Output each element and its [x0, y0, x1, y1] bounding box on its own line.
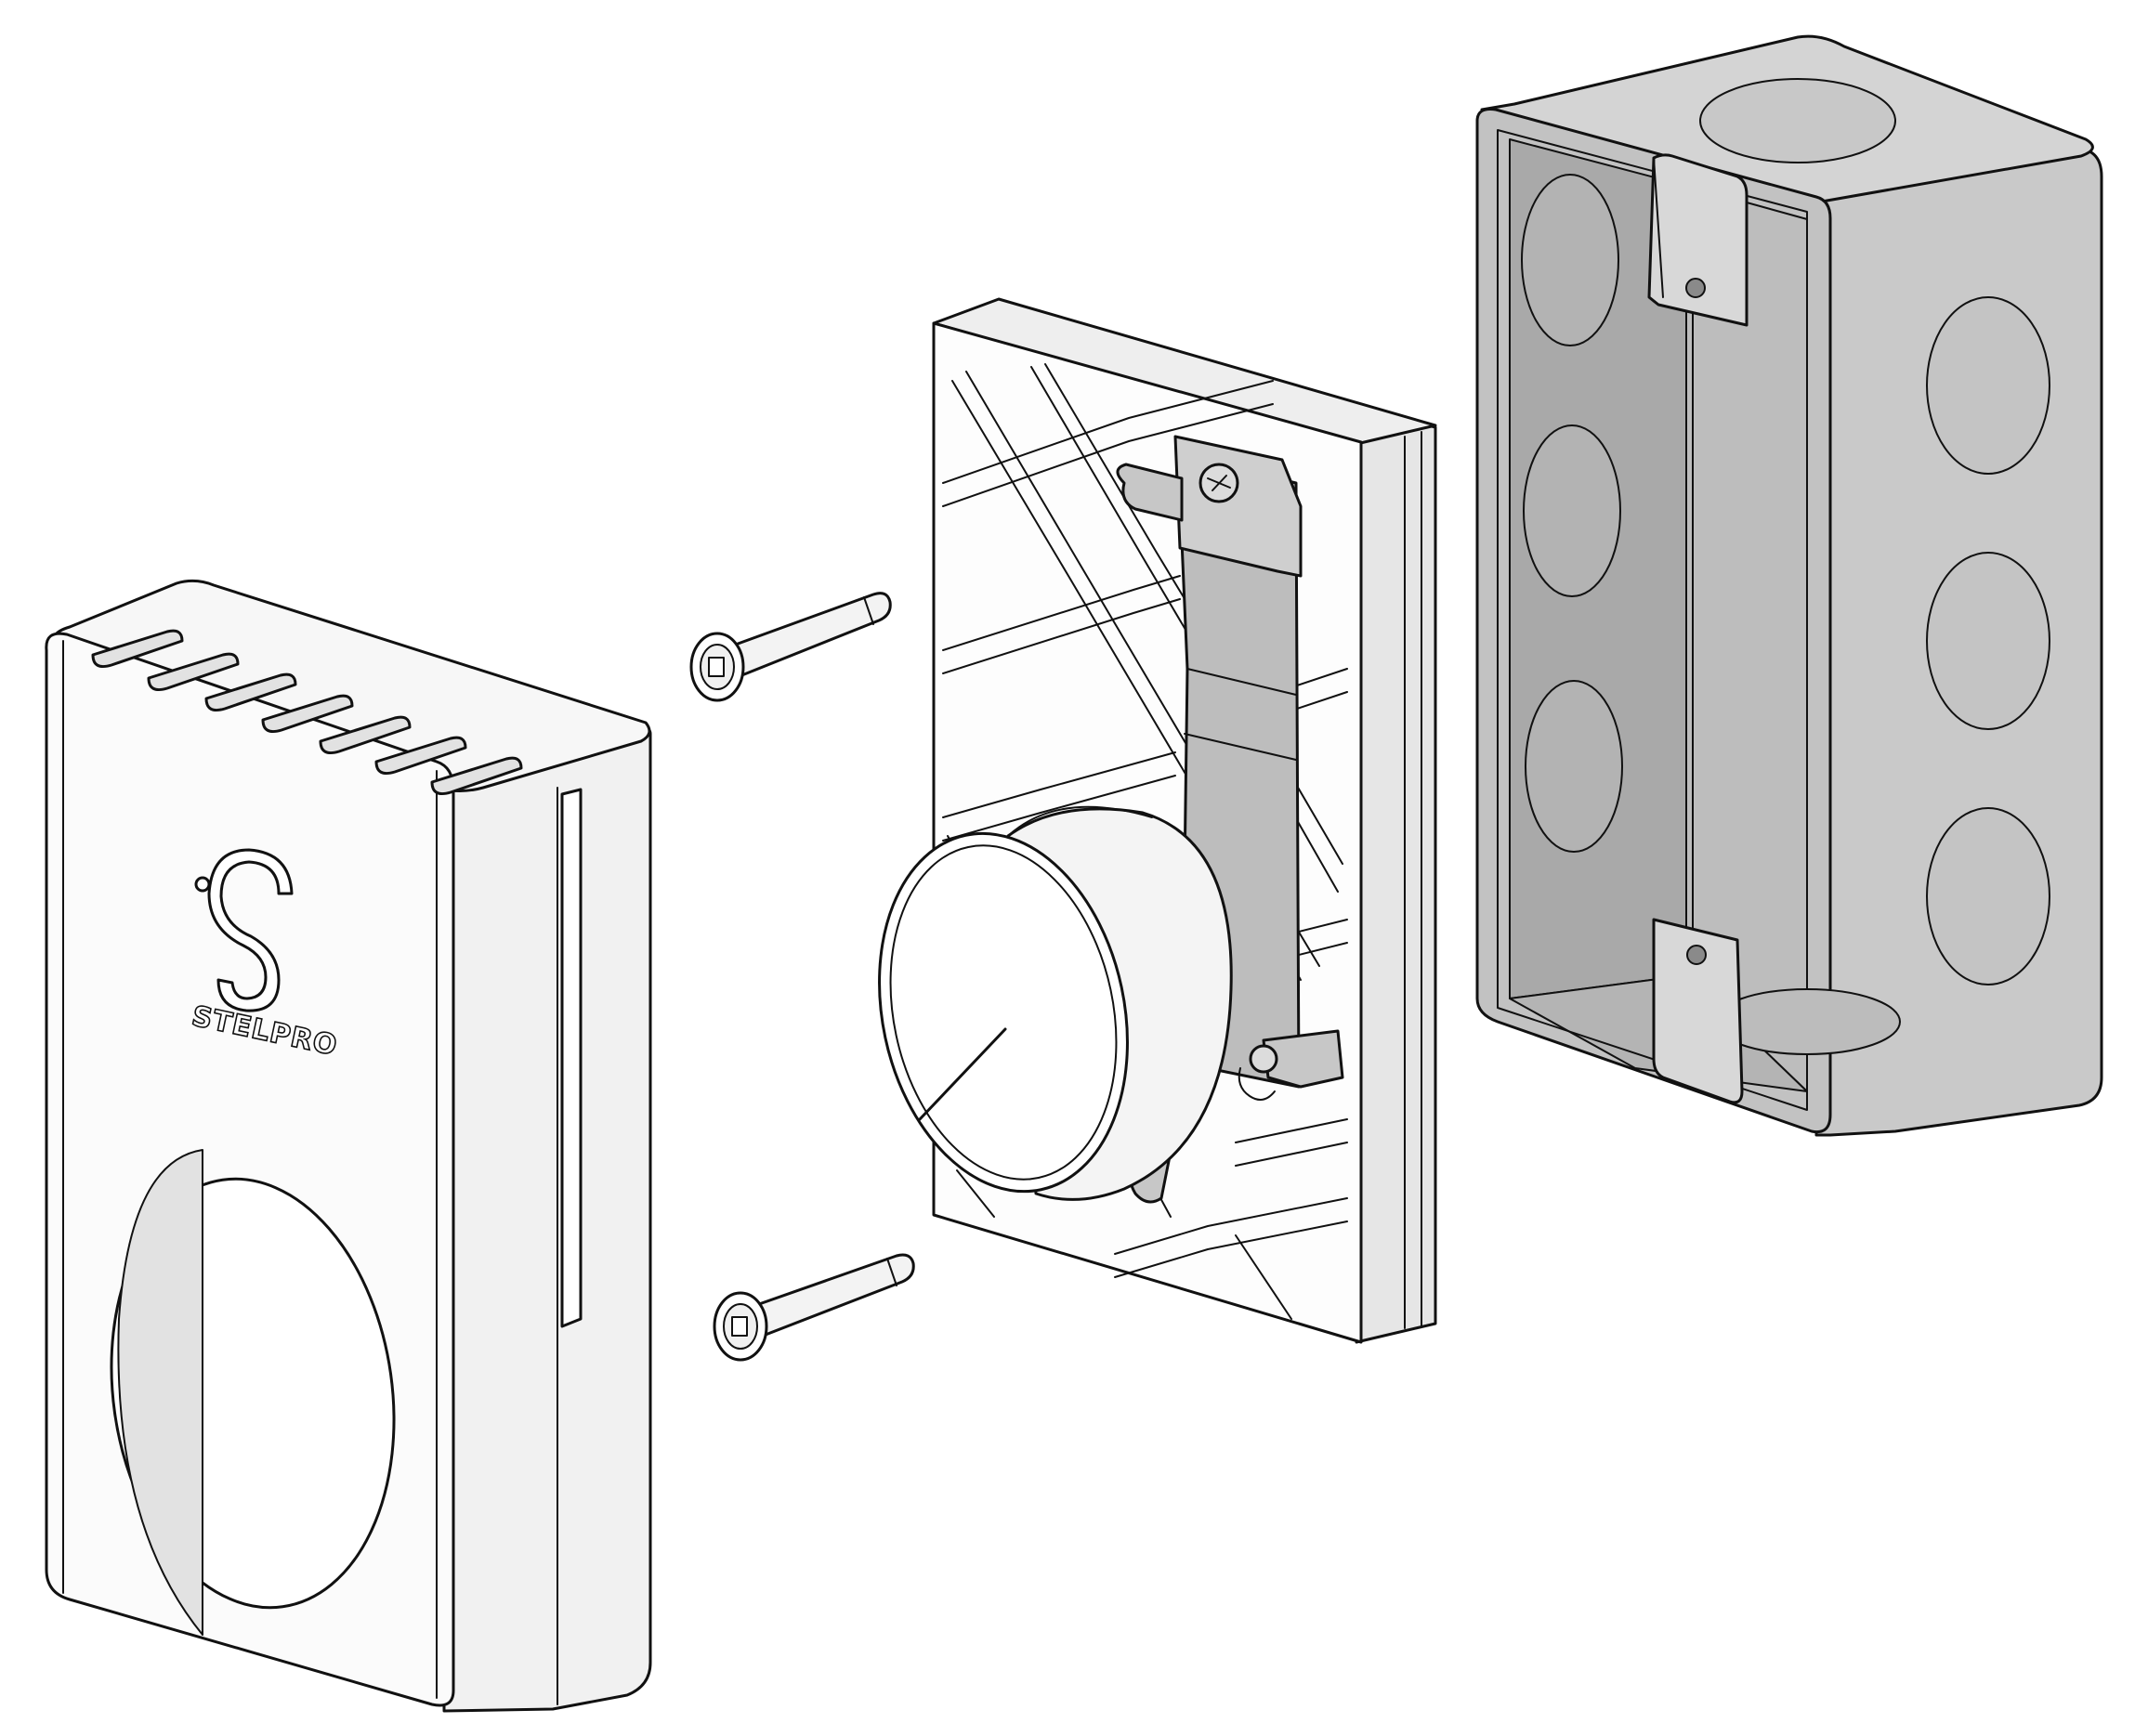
box-mounting-ear-bottom — [1652, 918, 1744, 1104]
cover-vents — [91, 629, 523, 796]
ear-screw-hole-top — [1685, 278, 1706, 298]
knockout-side-3 — [1926, 807, 2050, 985]
ear-screw-hole-bottom — [1686, 945, 1707, 965]
base-plate-edge — [1355, 405, 1437, 1344]
knockout-top — [1699, 78, 1896, 163]
knockout-side-2 — [1926, 552, 2050, 730]
thermostat-mechanism — [878, 297, 1437, 1344]
cover-top-face — [51, 579, 651, 792]
mounting-screw-top — [689, 592, 892, 702]
knockout-bottom — [1713, 988, 1901, 1055]
knockout-back-2 — [1523, 424, 1621, 597]
terminal-screw-bottom — [1249, 1044, 1278, 1074]
knob-face — [878, 831, 1129, 1194]
mounting-screw-bottom — [713, 1253, 915, 1362]
cover-side-face — [439, 725, 652, 1713]
knockout-back-1 — [1521, 174, 1619, 346]
cover-window-shade — [117, 1149, 203, 1636]
knockout-side-1 — [1926, 296, 2050, 475]
logo-s-mark — [207, 848, 294, 1012]
box-mounting-ear-top — [1647, 153, 1749, 327]
knockout-back-3 — [1525, 680, 1623, 853]
logo-degree-mark — [194, 876, 211, 893]
thermostat-cover — [45, 579, 652, 1713]
thermostat-knob — [878, 805, 1233, 1201]
knob-indicator — [918, 1027, 1007, 1121]
cover-side-slot — [560, 788, 583, 1328]
electrical-box — [1475, 34, 2103, 1137]
